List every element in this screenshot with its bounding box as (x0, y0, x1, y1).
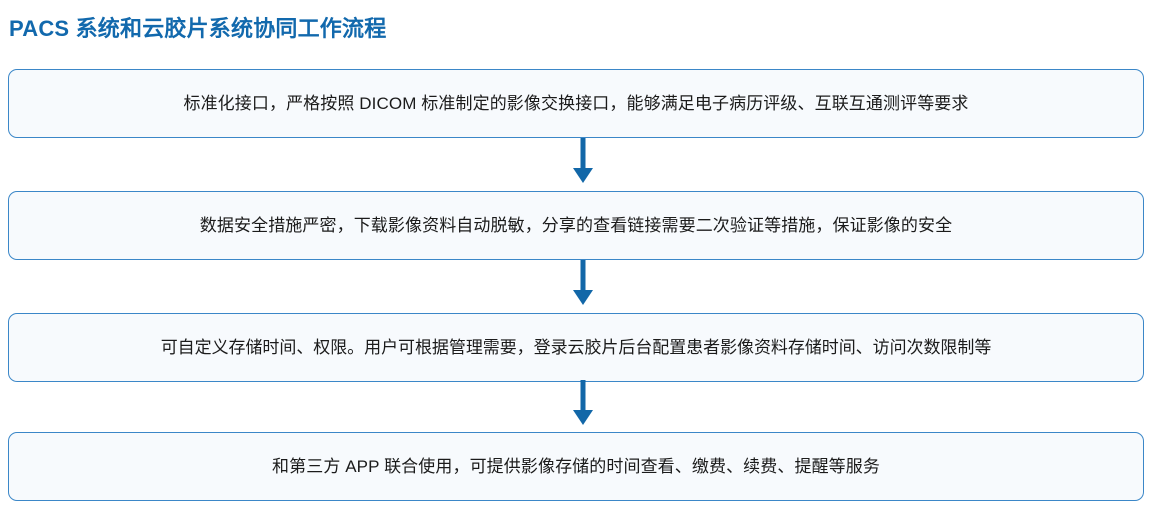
flow-connector-2 (570, 260, 596, 306)
flow-step-1: 标准化接口，严格按照 DICOM 标准制定的影像交换接口，能够满足电子病历评级、… (8, 69, 1144, 138)
page-title: PACS 系统和云胶片系统协同工作流程 (9, 16, 387, 41)
flow-step-4-text: 和第三方 APP 联合使用，可提供影像存储的时间查看、缴费、续费、提醒等服务 (272, 456, 880, 476)
flow-connector-3 (570, 380, 596, 426)
flow-step-4: 和第三方 APP 联合使用，可提供影像存储的时间查看、缴费、续费、提醒等服务 (8, 432, 1144, 501)
flow-step-3-text: 可自定义存储时间、权限。用户可根据管理需要，登录云胶片后台配置患者影像资料存储时… (160, 337, 992, 357)
arrow-down-icon (573, 138, 593, 183)
arrow-down-icon (573, 260, 593, 305)
flow-step-3: 可自定义存储时间、权限。用户可根据管理需要，登录云胶片后台配置患者影像资料存储时… (8, 313, 1144, 382)
arrow-down-icon (573, 380, 593, 425)
flow-step-2-text: 数据安全措施严密，下载影像资料自动脱敏，分享的查看链接需要二次验证等措施，保证影… (199, 215, 953, 235)
flow-step-2: 数据安全措施严密，下载影像资料自动脱敏，分享的查看链接需要二次验证等措施，保证影… (8, 191, 1144, 260)
flow-step-1-text: 标准化接口，严格按照 DICOM 标准制定的影像交换接口，能够满足电子病历评级、… (183, 93, 969, 113)
flow-connector-1 (570, 138, 596, 184)
